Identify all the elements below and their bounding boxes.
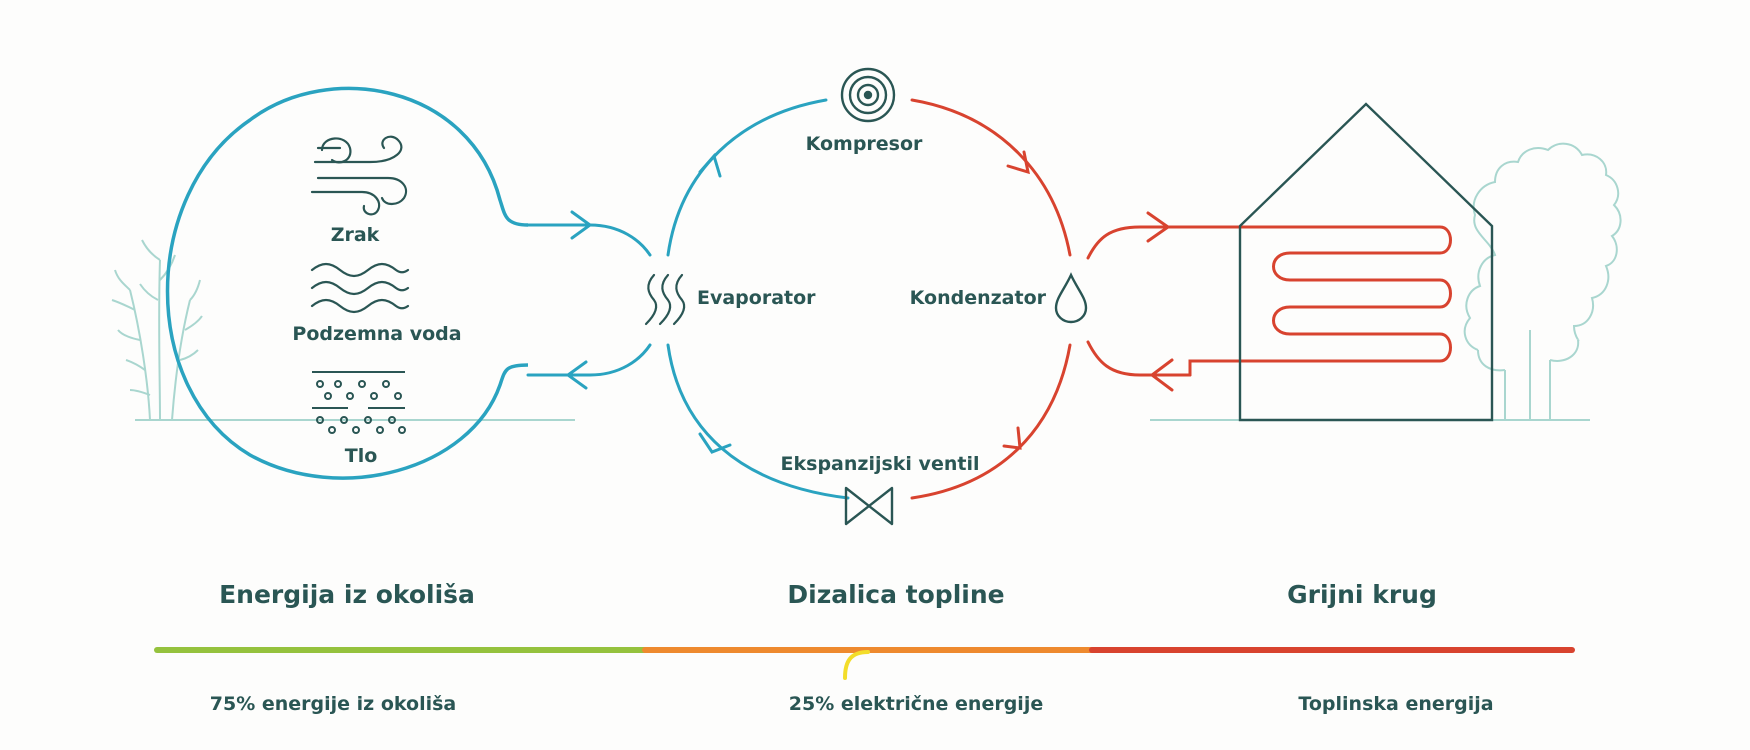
groundwater-label: Podzemna voda xyxy=(292,323,462,345)
water-waves-icon xyxy=(310,262,410,314)
caption-environment-share: 75% energije iz okoliša xyxy=(209,693,457,715)
expansion-valve-label: Ekspanzijski ventil xyxy=(780,453,980,475)
evaporator-label: Evaporator xyxy=(697,287,816,309)
section-title-heat-pump: Dizalica topline xyxy=(787,580,1005,609)
refrigerant-cycle-cold xyxy=(666,98,850,500)
compressor-icon xyxy=(840,67,896,123)
air-label: Zrak xyxy=(330,224,380,246)
ambient-loop xyxy=(165,86,529,480)
compressor-label: Kompresor xyxy=(805,133,923,155)
ground-icon xyxy=(312,371,406,434)
ambient-arrows xyxy=(526,210,652,390)
section-title-heating-circuit: Grijni krug xyxy=(1287,580,1437,609)
house-icon xyxy=(1238,102,1494,422)
ground-label: Tlo xyxy=(344,445,378,467)
heating-circuit-pipes xyxy=(1086,211,1452,392)
section-title-environment: Energija iz okoliša xyxy=(219,580,475,609)
evaporator-icon xyxy=(644,273,686,326)
caption-electric-share: 25% električne energije xyxy=(788,693,1044,715)
condenser-label: Kondenzator xyxy=(909,287,1046,309)
valve-icon xyxy=(844,486,894,526)
droplet-icon xyxy=(1054,272,1088,324)
refrigerant-cycle-hot xyxy=(910,98,1072,500)
electric-input-icon xyxy=(843,650,870,680)
caption-thermal-energy: Toplinska energija xyxy=(1298,693,1494,715)
wind-icon xyxy=(310,135,408,216)
plant-icon xyxy=(111,239,203,421)
tree-icon xyxy=(1463,142,1622,420)
